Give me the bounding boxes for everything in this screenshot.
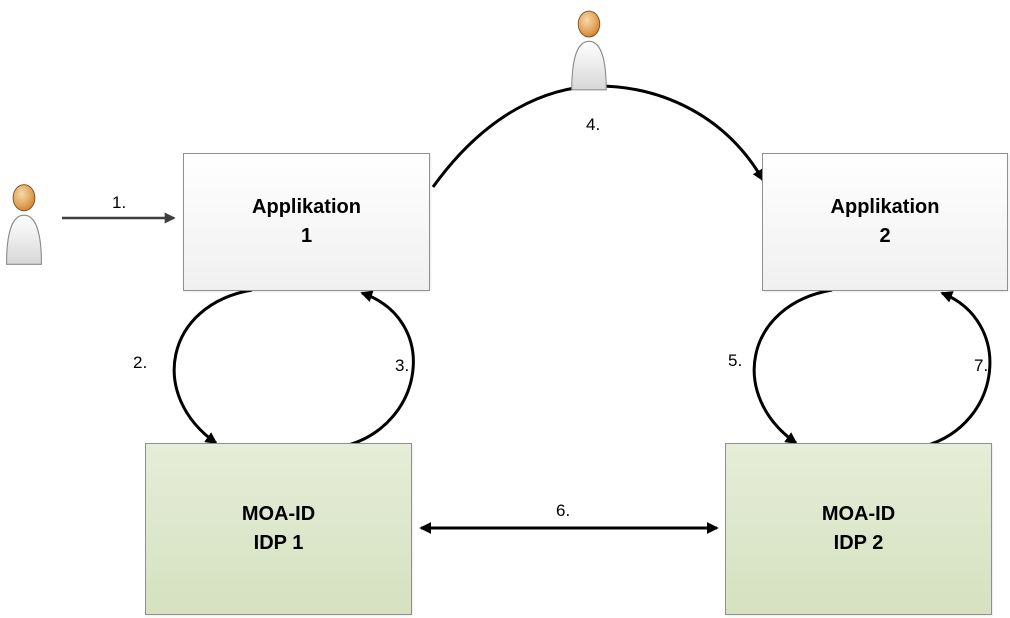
node-moa-id-idp-1-number: IDP 1	[253, 532, 304, 554]
label-step-6: 6.	[556, 501, 571, 520]
arrow-step-2	[172, 288, 253, 445]
user-icon-left	[5, 184, 43, 265]
node-applikation-2: Applikation 2	[762, 153, 1008, 291]
node-moa-id-idp-2: MOA-ID IDP 2	[725, 443, 992, 615]
node-moa-id-idp-2-title: MOA-ID	[821, 503, 896, 525]
label-step-5: 5.	[728, 351, 743, 370]
node-applikation-2-number: 2	[879, 225, 891, 247]
label-step-3: 3.	[395, 356, 410, 375]
node-applikation-1-number: 1	[300, 225, 313, 247]
arrow-step-7	[924, 291, 992, 448]
label-step-2: 2.	[133, 353, 148, 372]
node-moa-id-idp-1: MOA-ID IDP 1	[145, 443, 412, 615]
arrow-step-4	[431, 84, 765, 188]
node-applikation-1: Applikation 1	[183, 153, 430, 291]
node-moa-id-idp-1-title: MOA-ID	[241, 503, 316, 525]
arrow-step-3	[344, 290, 415, 448]
user-icon-top	[571, 10, 607, 91]
arrow-step-5	[752, 288, 833, 445]
label-step-4: 4.	[586, 115, 601, 134]
label-step-7: 7.	[974, 356, 989, 375]
node-moa-id-idp-2-number: IDP 2	[833, 532, 884, 554]
node-applikation-2-title: Applikation	[830, 196, 940, 218]
label-step-1: 1.	[112, 193, 127, 212]
node-applikation-1-title: Applikation	[252, 196, 361, 218]
